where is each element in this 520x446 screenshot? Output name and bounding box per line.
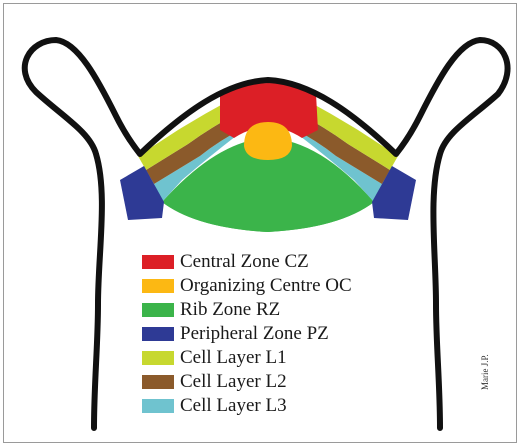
legend-label: Cell Layer L1: [180, 346, 287, 370]
legend-item: Central Zone CZ: [142, 250, 462, 274]
legend-swatch: [142, 279, 174, 293]
legend-swatch: [142, 375, 174, 389]
legend-swatch: [142, 255, 174, 269]
legend-item: Rib Zone RZ: [142, 298, 462, 322]
organizing-centre: [244, 122, 292, 160]
legend-item: Organizing Centre OC: [142, 274, 462, 298]
author-credit: Marie J.P.: [480, 354, 490, 390]
legend-item: Cell Layer L1: [142, 346, 462, 370]
legend-swatch: [142, 351, 174, 365]
legend-label: Central Zone CZ: [180, 250, 309, 274]
legend-label: Organizing Centre OC: [180, 274, 352, 298]
legend-label: Peripheral Zone PZ: [180, 322, 329, 346]
legend-swatch: [142, 303, 174, 317]
legend-item: Cell Layer L3: [142, 394, 462, 418]
legend-label: Cell Layer L3: [180, 394, 287, 418]
legend-swatch: [142, 399, 174, 413]
legend-swatch: [142, 327, 174, 341]
legend-item: Peripheral Zone PZ: [142, 322, 462, 346]
legend-label: Rib Zone RZ: [180, 298, 280, 322]
legend-label: Cell Layer L2: [180, 370, 287, 394]
legend-item: Cell Layer L2: [142, 370, 462, 394]
